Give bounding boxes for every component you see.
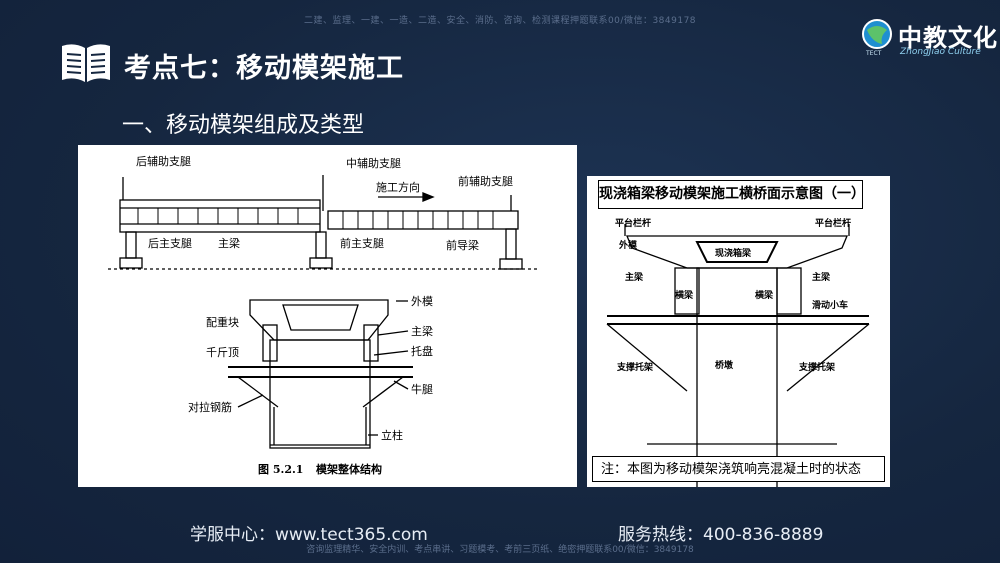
figure-right: 平台栏杆 平台栏杆 外模 现浇箱梁 主梁 主梁 横梁 横梁 滑动小车 桥墩 支撑… (587, 176, 890, 487)
cross-section-drawing: 平台栏杆 平台栏杆 外模 现浇箱梁 主梁 主梁 横梁 横梁 滑动小车 桥墩 支撑… (606, 217, 870, 487)
section-title: 一、移动模架组成及类型 (122, 113, 365, 138)
label-truss-right: 横梁 (755, 289, 774, 301)
label-box-girder: 现浇箱梁 (715, 247, 752, 259)
label-rail-left: 平台栏杆 (615, 217, 651, 229)
figure-right-title: 现浇箱梁移动模架施工横桥面示意图（一） (598, 180, 865, 209)
label-support-left: 支撑托架 (616, 361, 653, 373)
label-rear-aux-leg: 后辅助支腿 (136, 154, 191, 168)
footer-hotline: 服务热线：400-836-8889 (618, 525, 824, 545)
label-outer-form-right: 外模 (618, 239, 638, 251)
label-rail-right: 平台栏杆 (815, 217, 851, 229)
logo-name: 中教文化 (898, 24, 998, 52)
watermark-top: 二建、监理、一建、一造、二造、安全、消防、咨询、检测课程押题联系00/微信：38… (303, 16, 697, 26)
formwork-structure-drawing: 后辅助支腿 中辅助支腿 施工方向 前辅助支腿 后主支腿 主梁 前主支腿 前导梁 … (108, 154, 538, 476)
label-column: 立柱 (381, 428, 403, 442)
label-tray: 托盘 (411, 344, 433, 358)
label-trolley: 滑动小车 (812, 299, 848, 311)
page-title: 考点七：移动模架施工 (124, 53, 404, 84)
label-truss-left: 横梁 (675, 289, 694, 301)
caption-text: 模架整体结构 (316, 462, 382, 476)
figure-left: 后辅助支腿 中辅助支腿 施工方向 前辅助支腿 后主支腿 主梁 前主支腿 前导梁 … (78, 145, 577, 487)
figure-right-note: 注：本图为移动模架浇筑响亮混凝土时的状态 (592, 456, 885, 482)
label-tie-bar: 对拉钢筋 (188, 400, 232, 414)
label-rear-main-leg: 后主支腿 (148, 237, 192, 250)
label-front-aux-leg: 前辅助支腿 (458, 174, 513, 188)
logo-mark: TECT (866, 50, 882, 57)
label-bracket: 牛腿 (411, 382, 433, 396)
watermark-bottom: 咨询监理精华、安全内训、考点串讲、习题模考、考前三页纸、绝密押题联系00/微信：… (306, 545, 694, 555)
label-counterweight: 配重块 (206, 315, 239, 329)
label-pier: 桥墩 (715, 359, 734, 371)
caption-number: 图 5.2.1 (258, 463, 303, 476)
label-support-right: 支撑托架 (798, 361, 835, 373)
book-icon (62, 44, 110, 82)
logo-globe-icon (862, 19, 892, 49)
label-direction: 施工方向 (376, 180, 420, 194)
logo-subtitle: ZhongJiao Culture (900, 47, 981, 57)
label-main-beam: 主梁 (411, 324, 433, 338)
label-outer-form: 外模 (411, 295, 433, 308)
label-main-beam-right: 主梁 (812, 271, 831, 283)
label-main-beam-top: 主梁 (218, 236, 240, 250)
label-jack: 千斤顶 (206, 346, 239, 359)
label-front-main-leg: 前主支腿 (340, 236, 384, 250)
footer-website: 学服中心：www.tect365.com (190, 525, 428, 545)
label-main-beam-left: 主梁 (625, 271, 644, 283)
label-mid-aux-leg: 中辅助支腿 (346, 156, 401, 170)
label-front-guide: 前导梁 (446, 238, 479, 252)
